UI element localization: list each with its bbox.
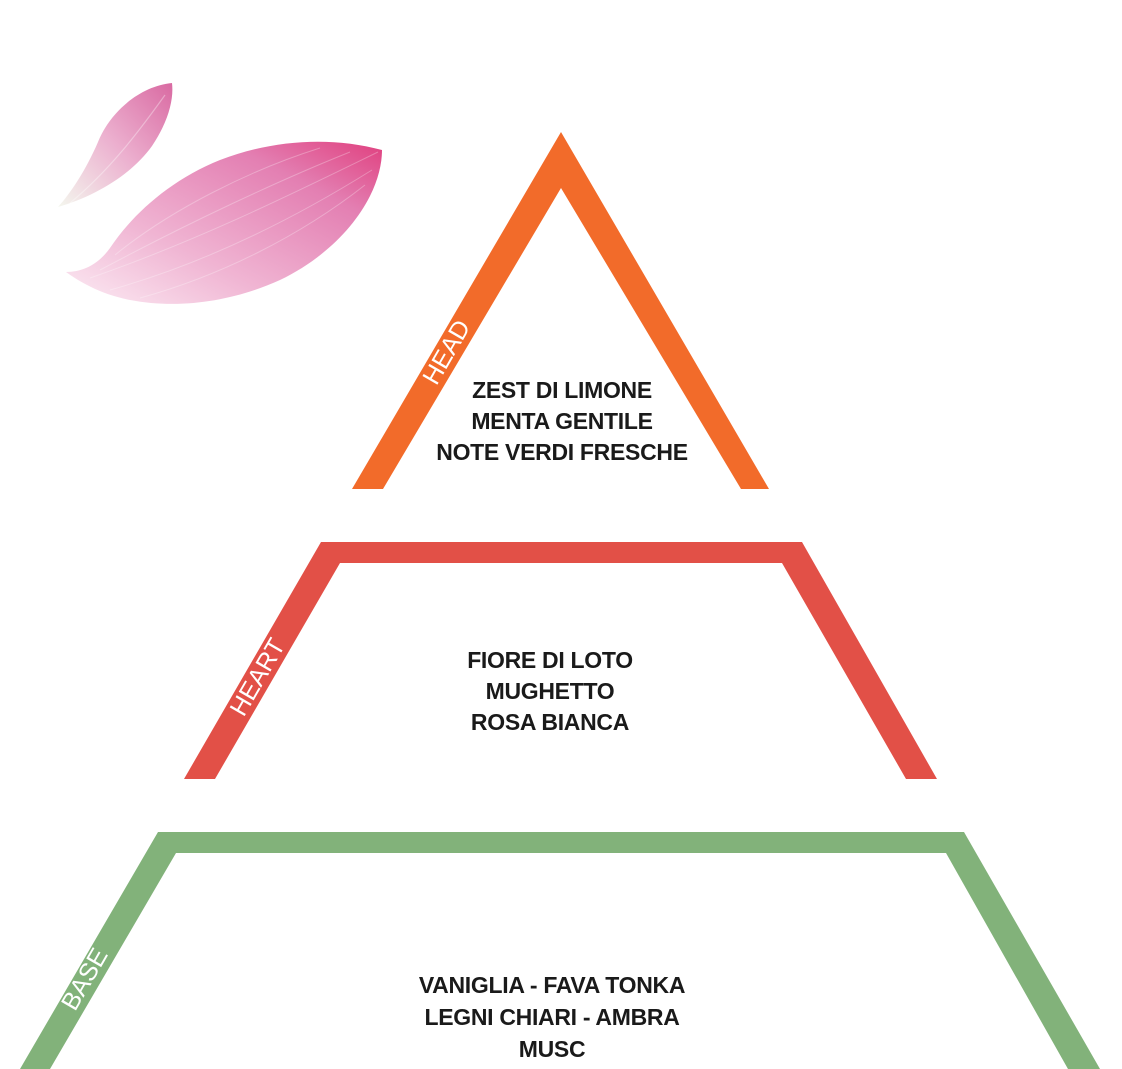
base-note: VANIGLIA - FAVA TONKA [419, 972, 685, 998]
heart-tier: HEART FIORE DI LOTO MUGHETTO ROSA BIANCA [184, 542, 937, 779]
heart-note: ROSA BIANCA [471, 709, 629, 735]
small-petal-vein [69, 94, 166, 204]
head-note: ZEST DI LIMONE [472, 377, 652, 403]
head-frame [352, 132, 769, 489]
base-frame [20, 832, 1100, 1069]
base-note: MUSC [519, 1036, 586, 1062]
base-label: BASE [56, 943, 114, 1015]
base-notes: VANIGLIA - FAVA TONKA LEGNI CHIARI - AMB… [419, 972, 686, 1062]
base-note: LEGNI CHIARI - AMBRA [424, 1004, 679, 1030]
heart-notes: FIORE DI LOTO MUGHETTO ROSA BIANCA [467, 647, 633, 735]
head-tier: HEAD ZEST DI LIMONE MENTA GENTILE NOTE V… [352, 132, 769, 489]
head-label: HEAD [417, 315, 476, 389]
large-petal-veins [89, 147, 379, 299]
lotus-petals-decoration [58, 83, 382, 304]
small-petal-icon [58, 83, 173, 207]
base-tier: BASE VANIGLIA - FAVA TONKA LEGNI CHIARI … [20, 832, 1100, 1069]
heart-note: FIORE DI LOTO [467, 647, 633, 673]
head-note: NOTE VERDI FRESCHE [436, 439, 687, 465]
heart-note: MUGHETTO [486, 678, 615, 704]
head-note: MENTA GENTILE [471, 408, 652, 434]
heart-label: HEART [225, 634, 291, 721]
large-petal-icon [66, 141, 382, 304]
head-notes: ZEST DI LIMONE MENTA GENTILE NOTE VERDI … [436, 377, 688, 465]
